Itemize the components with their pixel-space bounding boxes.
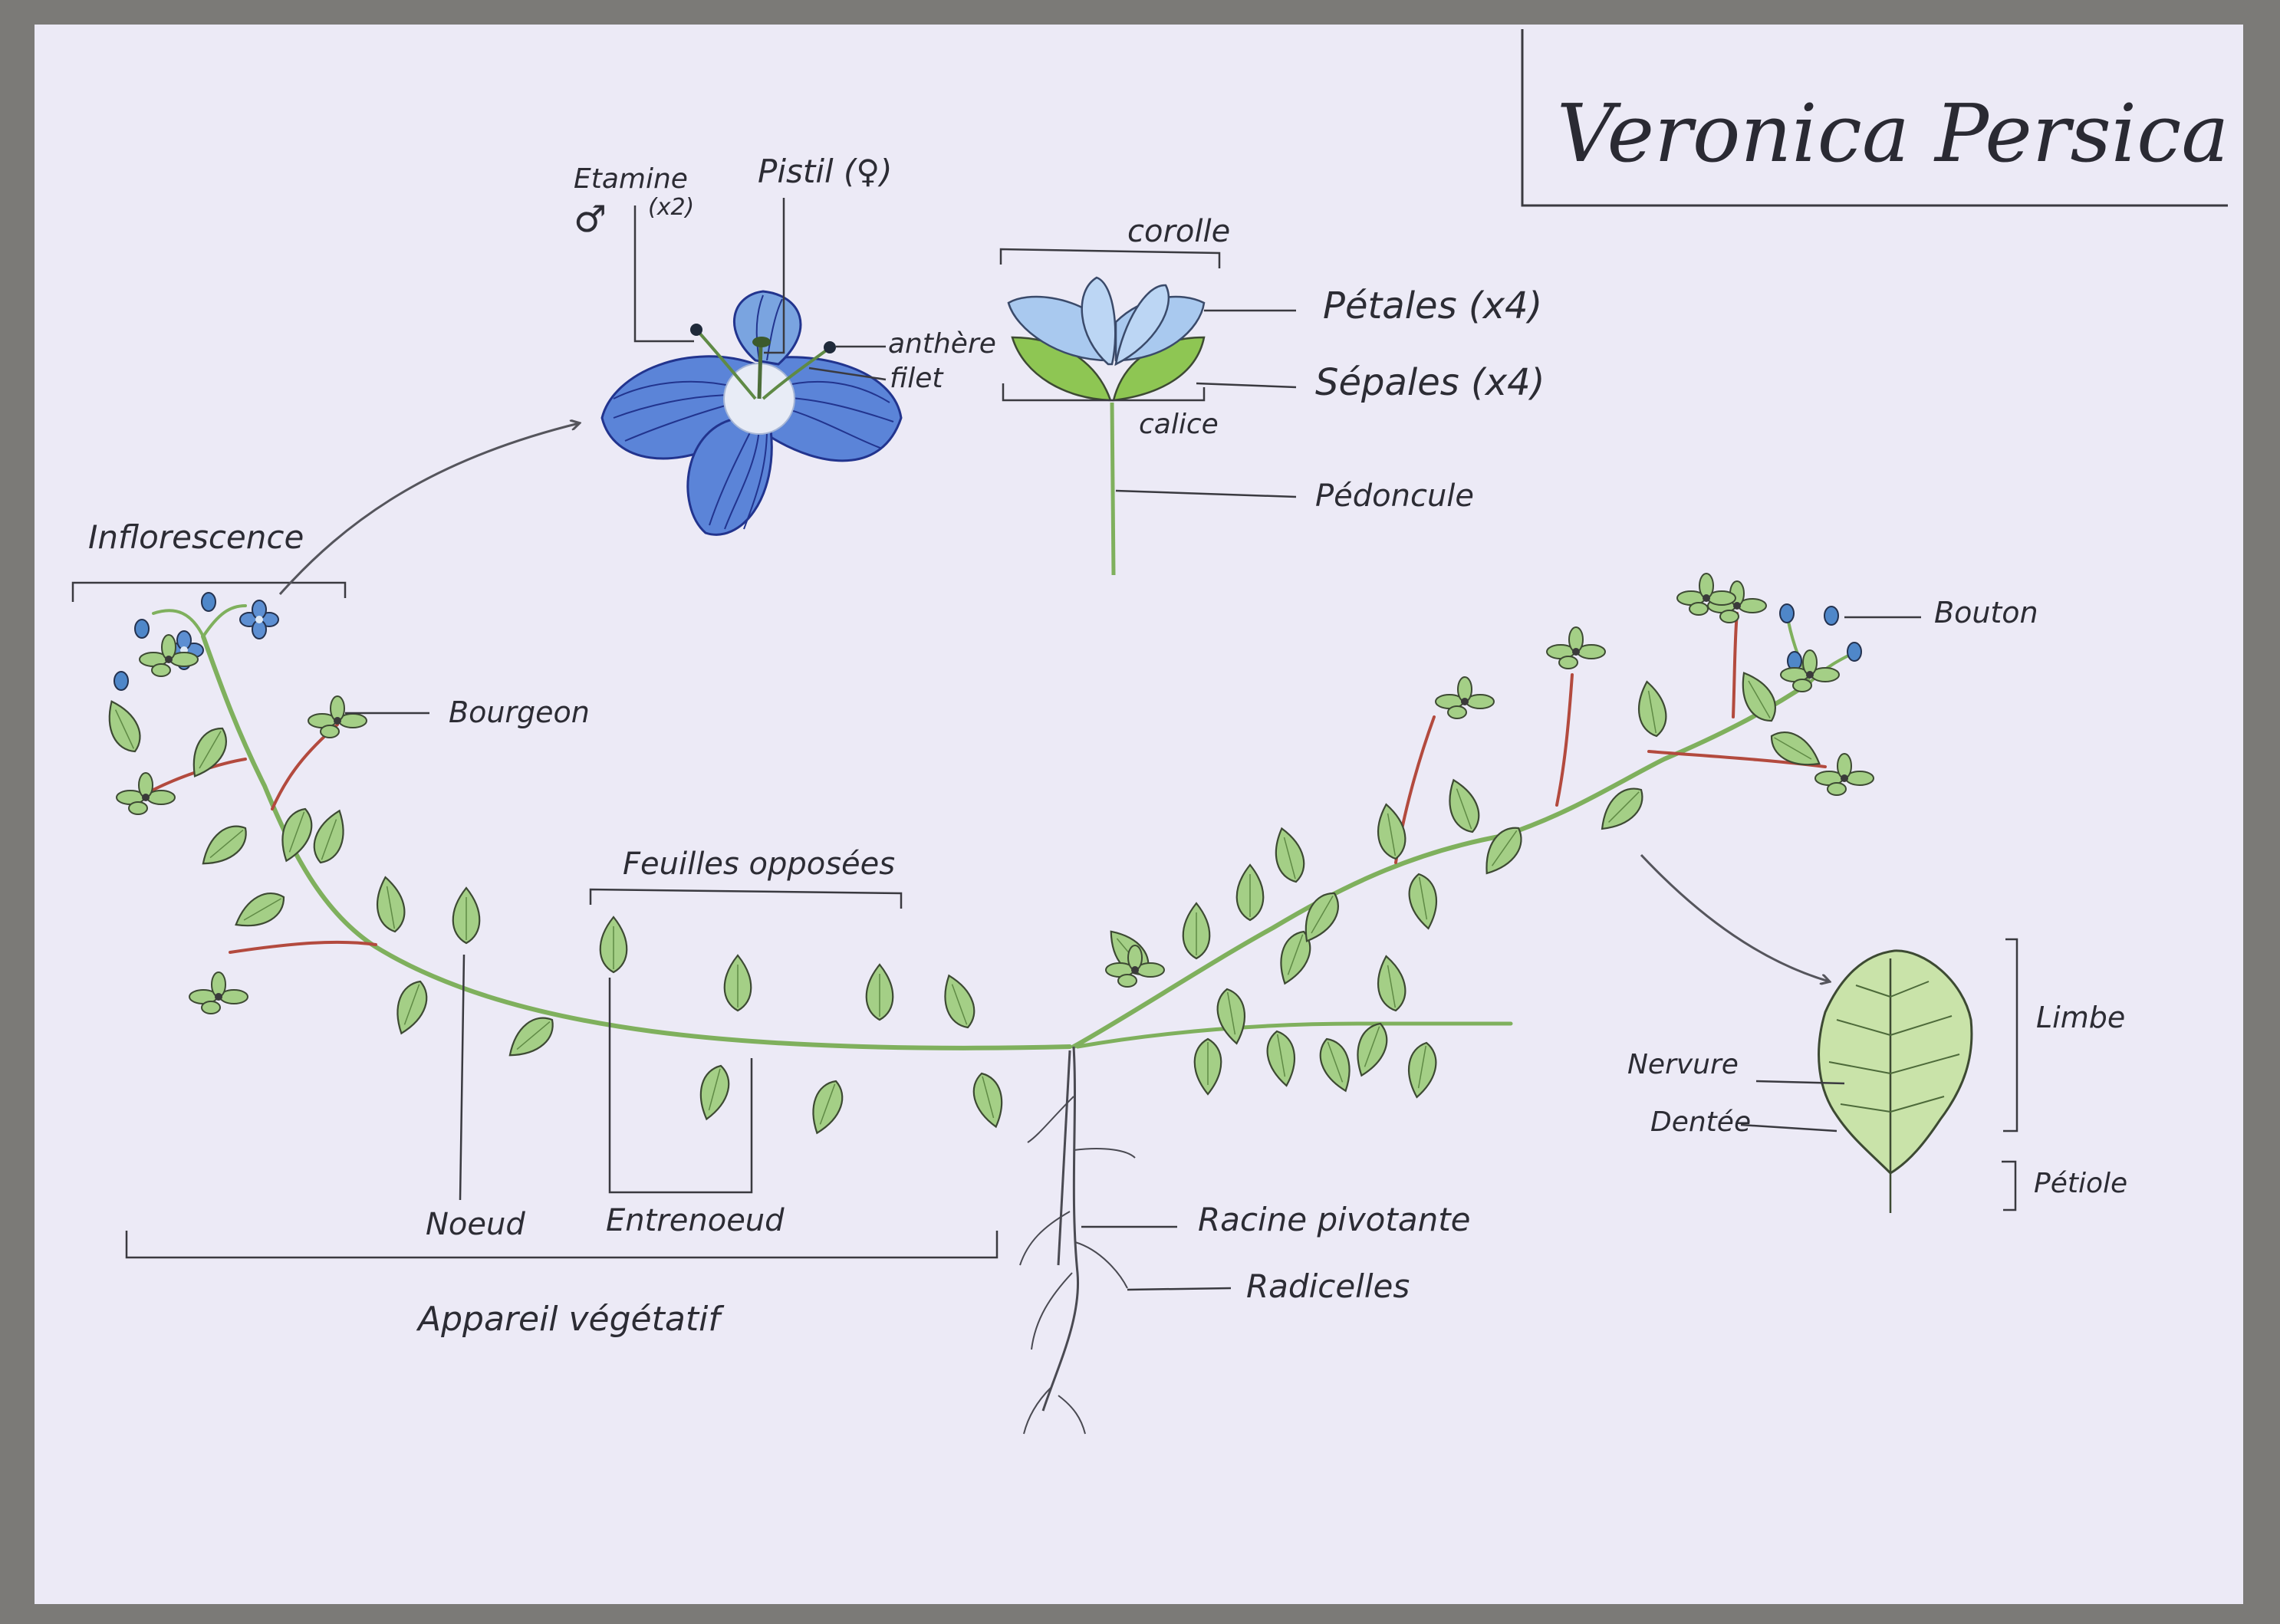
label-inflorescence: Inflorescence: [88, 518, 304, 556]
label-corolle: corolle: [1127, 214, 1230, 249]
label-bourgeon: Bourgeon: [449, 695, 590, 729]
label-pistil: Pistil (♀): [758, 153, 893, 190]
label-racine-pivotante: Racine pivotante: [1198, 1201, 1471, 1238]
diagram-arrows: [278, 423, 1829, 981]
flower-leader-lines: [633, 198, 887, 381]
label-nervure: Nervure: [1627, 1049, 1739, 1080]
label-etamine: Etamine: [574, 163, 688, 195]
label-appareil-vegetatif: Appareil végétatif: [416, 1300, 725, 1339]
label-pedoncule: Pédoncule: [1315, 478, 1474, 514]
label-filet: filet: [890, 363, 944, 394]
label-calice: calice: [1139, 409, 1219, 440]
label-sepales: Sépales (x4): [1315, 361, 1545, 404]
side-view-brackets: [999, 248, 1297, 498]
arrow-to-flower: [278, 423, 579, 596]
arrow-to-leaf: [1640, 853, 1829, 981]
label-anthere: anthère: [888, 328, 996, 360]
male-symbol: ♂: [574, 198, 607, 241]
leaf-detail: [1818, 949, 1973, 1213]
label-petiole: Pétiole: [2034, 1168, 2127, 1199]
title-box: Veronica Persica: [1521, 29, 2229, 207]
label-dentee: Dentée: [1650, 1106, 1751, 1138]
label-noeud: Noeud: [426, 1207, 525, 1242]
label-petales: Pétales (x4): [1323, 284, 1542, 327]
label-limbe: Limbe: [2036, 1001, 2125, 1034]
label-feuilles-opposees: Feuilles opposées: [623, 847, 895, 882]
label-bouton: Bouton: [1934, 596, 2038, 630]
plant-roots: [1019, 1046, 1136, 1435]
label-radicelles: Radicelles: [1246, 1267, 1410, 1305]
label-entrenoeud: Entrenoeud: [606, 1203, 785, 1238]
label-etamine-count: (x2): [648, 194, 694, 221]
page-title: Veronica Persica: [1557, 87, 2229, 180]
flower-side-view: [1007, 276, 1206, 576]
leaf-detail-leader-lines: [1740, 938, 2018, 1211]
plant-leader-lines: [71, 581, 1921, 1291]
paper-sheet: [35, 25, 2243, 1604]
